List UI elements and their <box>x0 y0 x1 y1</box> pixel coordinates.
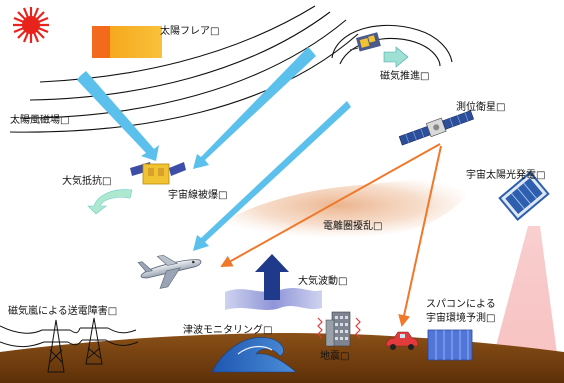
sun-icon <box>13 7 49 43</box>
label-supercomputer-forecast-line2: 宇宙環境予測□ <box>426 313 496 324</box>
tsunami-wave-icon <box>211 337 297 373</box>
power-tower-icon <box>0 317 139 373</box>
earthquake-zigzag-icon <box>317 317 361 339</box>
drag-curved-arrow-icon <box>87 189 133 215</box>
supercomputer-icon <box>427 329 473 361</box>
label-magnetic-storm-grid: 磁気嵐による送電障害□ <box>8 306 118 317</box>
label-positioning-satellite: 測位衛星□ <box>456 102 506 113</box>
label-solar-wind-field: 太陽風磁場□ <box>10 115 70 126</box>
ionosphere-band <box>200 172 480 239</box>
ray-arrow-to-airplane <box>193 101 351 251</box>
car-icon <box>385 331 419 350</box>
signal-arrow-to-airplane <box>220 143 441 267</box>
solar-wind-field-lines <box>9 5 359 133</box>
label-cosmic-ray-exposure: 宇宙線被爆□ <box>168 190 228 201</box>
airplane-icon <box>137 254 202 289</box>
label-tsunami-monitoring: 津波モニタリング□ <box>183 325 273 336</box>
building-icon <box>325 311 351 347</box>
solar-ray-arrows <box>77 47 351 251</box>
propulsion-arrow-icon <box>383 46 409 68</box>
atmospheric-wave-arrow-icon <box>255 254 289 300</box>
solar-panel-icon <box>498 171 550 221</box>
label-solar-flare: 太陽フレア□ <box>160 26 220 37</box>
label-ionosphere-disturbance: 電離圏擾乱□ <box>323 221 383 232</box>
propulsion-field-lines <box>331 24 453 67</box>
satellite-icon <box>398 110 475 146</box>
satellite-icon <box>349 32 381 52</box>
label-earthquake: 地震□ <box>320 351 350 362</box>
label-atmospheric-drag: 大気抵抗□ <box>62 176 112 187</box>
ground <box>0 333 564 383</box>
label-atmospheric-waves: 大気波動□ <box>298 276 348 287</box>
satellite-signal-arrows <box>220 143 442 327</box>
label-space-solar-power: 宇宙太陽光発電□ <box>466 170 546 181</box>
label-supercomputer-forecast-line1: スパコンによる <box>426 299 496 310</box>
ray-arrow-to-cosmic-ray <box>193 47 316 169</box>
label-magnetic-propulsion: 磁気推進□ <box>380 71 430 82</box>
ray-arrow-to-satellite-drag <box>77 71 159 161</box>
solar-power-beam <box>488 226 560 376</box>
signal-arrow-to-car <box>398 145 442 327</box>
satellite-icon <box>130 162 186 185</box>
